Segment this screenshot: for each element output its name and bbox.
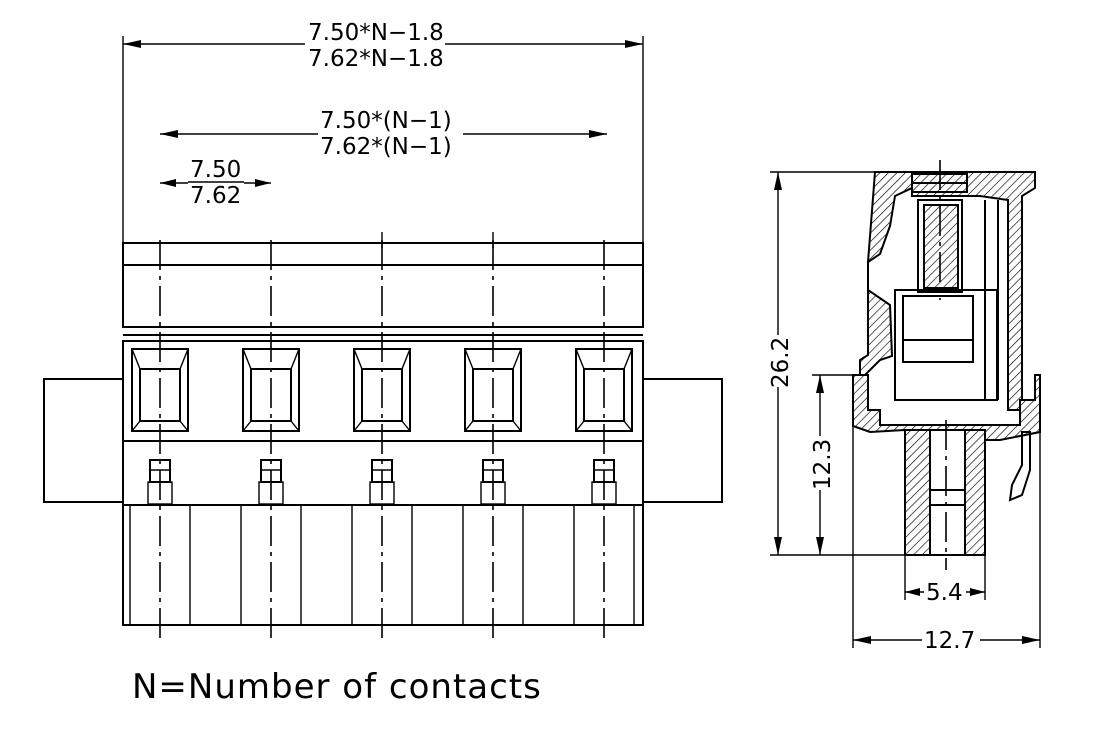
overall-width-dimension: 7.50*N−1.8 7.62*N−1.8 — [122, 18, 644, 245]
pin-width-label: 5.4 — [926, 580, 963, 606]
pitch-label-2: 7.62 — [190, 183, 241, 209]
base-width-dimension: 12.7 — [852, 426, 1041, 654]
pin-housing — [904, 420, 986, 570]
span-width-label-1: 7.50*(N−1) — [320, 108, 452, 134]
span-width-label-2: 7.62*(N−1) — [320, 134, 452, 160]
total-height-dimension: 26.2 — [766, 171, 905, 556]
front-view: 7.50*N−1.8 7.62*N−1.8 7.50*(N−1) 7.62*(N… — [43, 18, 723, 640]
contact-center-lines — [159, 232, 605, 640]
screw-thread — [917, 160, 963, 300]
lower-height-label: 12.3 — [810, 439, 836, 490]
contacts-caption: N=Number of contacts — [132, 667, 542, 707]
overall-width-label-1: 7.50*N−1.8 — [308, 20, 444, 46]
side-view: 26.2 12.3 5.4 12.7 — [766, 160, 1041, 654]
span-width-dimension: 7.50*(N−1) 7.62*(N−1) — [160, 106, 607, 160]
base-width-label: 12.7 — [924, 628, 975, 654]
overall-width-label-2: 7.62*N−1.8 — [308, 46, 444, 72]
pin-width-dimension: 5.4 — [904, 555, 986, 606]
latch-hook — [1008, 431, 1031, 502]
pitch-label-1: 7.50 — [190, 157, 241, 183]
clamp-box — [894, 200, 999, 401]
connector-body — [43, 242, 723, 626]
lower-height-dimension: 12.3 — [808, 374, 855, 555]
pitch-dimension: 7.50 7.62 — [160, 156, 271, 209]
total-height-label: 26.2 — [768, 337, 794, 388]
